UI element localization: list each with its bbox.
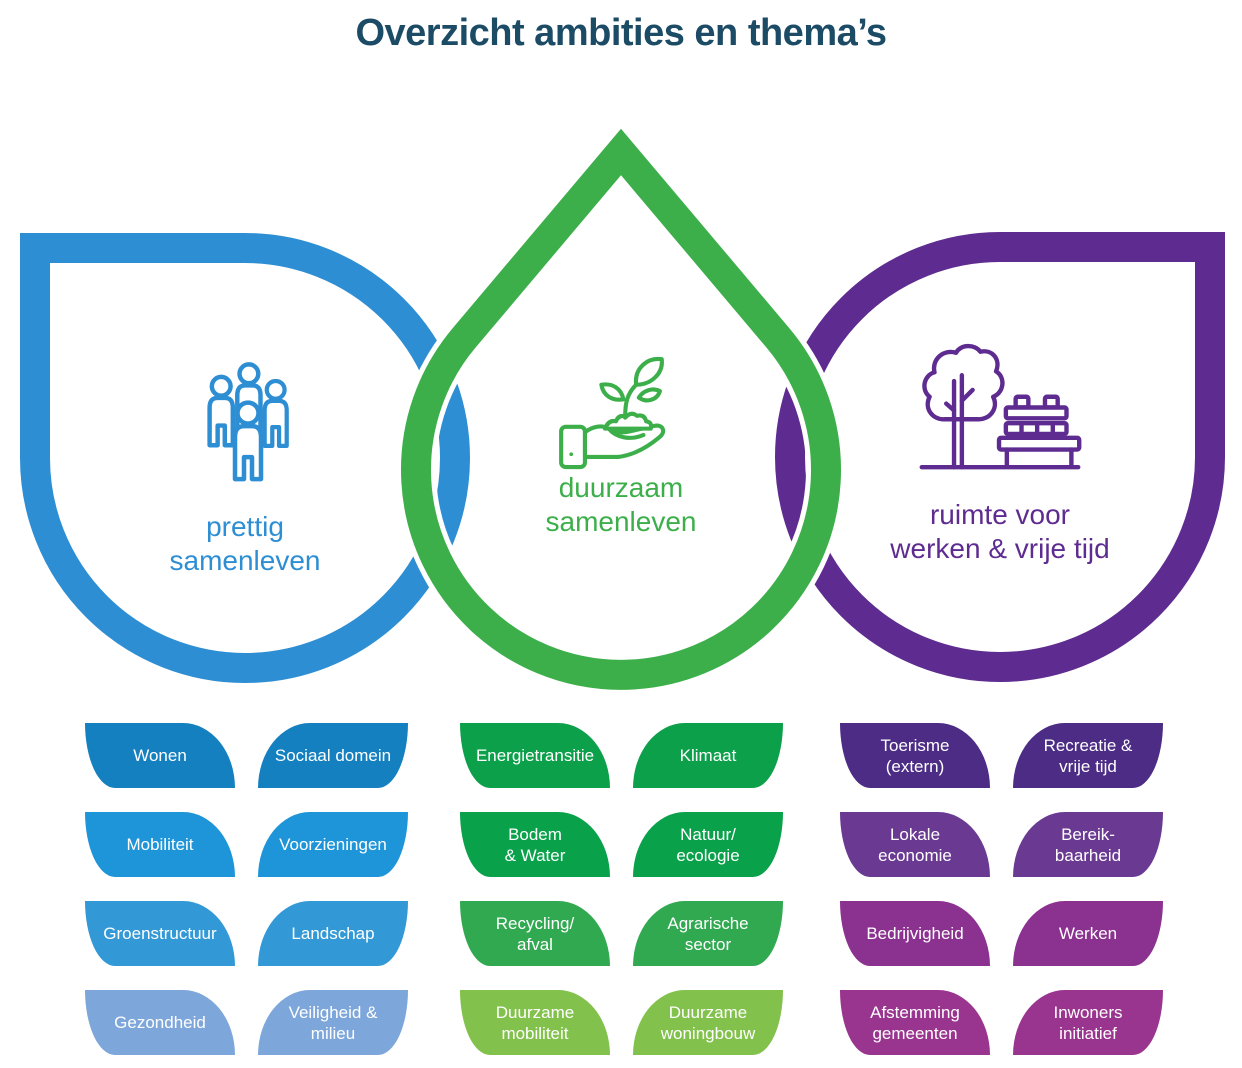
- theme-tag: Recycling/ afval: [460, 901, 610, 966]
- bench-legs: [1004, 447, 1074, 469]
- theme-tag: Bereik- baarheid: [1013, 812, 1163, 877]
- theme-tag: Afstemming gemeenten: [840, 990, 990, 1055]
- drop-shape-duurzaam: [401, 128, 841, 690]
- theme-tag-label: Bodem & Water: [504, 824, 566, 865]
- theme-tag-label: Inwoners initiatief: [1053, 1002, 1123, 1043]
- theme-tag: Toerisme (extern): [840, 723, 990, 788]
- theme-tag-label: Gezondheid: [114, 1013, 206, 1032]
- soil-mound: [602, 411, 654, 431]
- person-front: [232, 400, 264, 482]
- theme-tag-label: Klimaat: [679, 746, 737, 765]
- theme-tag: Voorzieningen: [258, 812, 408, 877]
- theme-tag: Groenstructuur: [85, 901, 235, 966]
- theme-tag-label: Afstemming gemeenten: [870, 1002, 960, 1043]
- theme-tag: Sociaal domein: [258, 723, 408, 788]
- theme-tag-label: Mobiliteit: [126, 835, 194, 854]
- stem: [623, 382, 639, 420]
- person-left: [207, 374, 236, 448]
- bench-back-rail: [1003, 405, 1069, 421]
- theme-tag-label: Energietransitie: [475, 746, 595, 765]
- tree-branches: [944, 387, 975, 413]
- theme-tag: Bodem & Water: [460, 812, 610, 877]
- theme-tag: Natuur/ ecologie: [633, 812, 783, 877]
- theme-tag-label: Wonen: [133, 746, 187, 765]
- cuff: [559, 424, 587, 470]
- theme-tag-label: Sociaal domein: [274, 746, 392, 765]
- ambition-label-prettig: prettig samenleven: [169, 511, 321, 576]
- theme-group-ruimte: Toerisme (extern) Recreatie & vrije tijd…: [840, 723, 1163, 1055]
- theme-tag-label: Bedrijvigheid: [866, 924, 964, 943]
- theme-tag-label: Duurzame woningbouw: [660, 1002, 756, 1043]
- theme-tag: Mobiliteit: [85, 812, 235, 877]
- theme-tag-label: Duurzame mobiliteit: [495, 1002, 575, 1043]
- theme-tag-label: Agrarische sector: [667, 913, 749, 954]
- theme-tag: Lokale economie: [840, 812, 990, 877]
- leaf-top: [634, 356, 664, 387]
- theme-tag: Gezondheid: [85, 990, 235, 1055]
- ambition-label-ruimte: ruimte voor werken & vrije tijd: [890, 499, 1110, 564]
- leaf-right: [636, 387, 662, 403]
- theme-tag-label: Natuur/ ecologie: [676, 824, 740, 865]
- page-title: Overzicht ambities en thema’s: [355, 12, 887, 54]
- leaf-left: [599, 382, 626, 402]
- theme-tag: Agrarische sector: [633, 901, 783, 966]
- theme-tag: Duurzame mobiliteit: [460, 990, 610, 1055]
- theme-tag: Inwoners initiatief: [1013, 990, 1163, 1055]
- drop-shape-prettig: [20, 233, 470, 683]
- tree-trunk: [951, 373, 965, 470]
- theme-tag-label: Veiligheid & milieu: [288, 1002, 378, 1043]
- ambitions-diagram: [20, 128, 1225, 690]
- theme-tag: Klimaat: [633, 723, 783, 788]
- theme-tag: Landschap: [258, 901, 408, 966]
- thumb-line: [606, 426, 646, 440]
- theme-tag-label: Lokale economie: [878, 824, 952, 865]
- cuff-dot: [569, 452, 574, 457]
- people-icon: [207, 362, 289, 482]
- theme-tag-label: Voorzieningen: [279, 835, 387, 854]
- theme-tag: Werken: [1013, 901, 1163, 966]
- person-right: [262, 378, 289, 448]
- theme-tag-label: Landschap: [291, 924, 375, 943]
- theme-tag-label: Recreatie & vrije tijd: [1043, 735, 1133, 776]
- theme-group-duurzaam: Energietransitie Klimaat Bodem & Water N…: [460, 723, 783, 1055]
- theme-tag: Veiligheid & milieu: [258, 990, 408, 1055]
- theme-tag: Wonen: [85, 723, 235, 788]
- theme-tag: Duurzame woningbouw: [633, 990, 783, 1055]
- theme-tag: Recreatie & vrije tijd: [1013, 723, 1163, 788]
- theme-tag-label: Groenstructuur: [103, 924, 217, 943]
- theme-tag-label: Recycling/ afval: [495, 913, 575, 954]
- theme-tag: Energietransitie: [460, 723, 610, 788]
- ambition-label-duurzaam: duurzaam samenleven: [545, 472, 697, 537]
- theme-tag-label: Bereik- baarheid: [1054, 824, 1122, 865]
- seedling-hand-icon: [559, 356, 666, 470]
- bench-slat-dividers: [1019, 421, 1055, 436]
- theme-group-prettig: Wonen Sociaal domein Mobiliteit Voorzien…: [85, 723, 408, 1055]
- theme-tag-label: Toerisme (extern): [880, 735, 950, 776]
- drop-shape-ruimte: [775, 232, 1225, 682]
- theme-tag: Bedrijvigheid: [840, 901, 990, 966]
- tree-bench-icon: [919, 343, 1082, 470]
- bench-seat: [996, 435, 1082, 452]
- theme-tag-label: Werken: [1058, 924, 1118, 943]
